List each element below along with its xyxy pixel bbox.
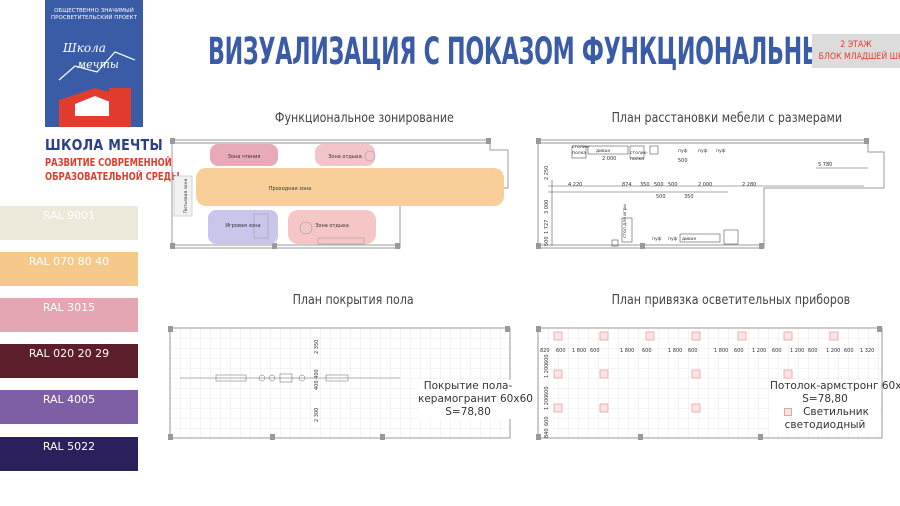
dim-label: 600 [772,348,782,354]
panel-title-lighting: План привязка осветительных приборов [611,292,851,308]
logo-script-2: мечты [77,58,119,71]
pouf-label: пуф [652,236,662,242]
lighting-note: Потолок-армстронг 60х60 S=78,80 Светильн… [770,380,900,432]
dim-label: 1 200 [544,364,550,378]
dim-label: 600 [844,348,854,354]
panel-title-furniture: План расстановки мебели с размерами [611,110,843,126]
dim-label: 350 [640,182,650,188]
zone-rest-top-label: Зона отдыха [328,154,362,160]
pouf-label: пуф [668,236,678,242]
dim-label: 600 [556,348,566,354]
color-swatch: RAL 3015 [0,298,138,332]
dim-label: 600 [590,348,600,354]
dim-label: 1 800 [668,348,682,354]
dim-label: 2 000 [698,182,712,188]
logo-graphic [58,51,136,127]
table-label-2b: полка [630,157,644,162]
dim-label: 600 [544,386,550,396]
zone-play [208,210,278,244]
dim-label: 5 780 [818,162,832,168]
color-swatch: RAL 4005 [0,390,138,424]
dim-label: 2 250 [544,166,550,180]
sofa-label-bottom: диван [682,237,696,242]
table-label-1: столик- [572,145,590,150]
dim-label: 500 [654,182,664,188]
color-swatch: RAL 9001 [0,206,138,240]
light-fixture-legend-icon [784,408,792,416]
table-label-1b: полка [572,151,586,156]
zone-reading-label: Зона чтения [228,154,261,160]
dim-label: 600 [642,348,652,354]
dim-label: 3 000 [544,200,550,214]
panel-title-floor: План покрытия пола [292,292,414,308]
dim-label: 600 [688,348,698,354]
zone-drinking [173,175,193,217]
panel-title-zoning: Функциональное зонирование [274,110,454,126]
logo-caption: ОБЩЕСТВЕННО ЗНАЧИМЫЙ ПРОСВЕТИТЕЛЬСКИЙ ПР… [51,8,137,21]
page-title: ВИЗУАЛИЗАЦИЯ С ПОКАЗОМ ФУНКЦИОНАЛЬНЫХ ЗО… [208,30,900,73]
dim-label: 350 [684,194,694,200]
zone-passage [196,168,504,206]
zone-drinking-label: Питьевая зона [183,178,189,213]
dim-label: 600 [734,348,744,354]
dim-label: 1 320 [860,348,874,354]
zoning-plan: Зона чтения Зона отдыха Проходная зона И… [170,138,509,249]
dim-label: 500 [678,158,688,164]
dim-label: 1 800 [620,348,634,354]
dim-label: 2 300 [314,408,320,422]
logo: ОБЩЕСТВЕННО ЗНАЧИМЫЙ ПРОСВЕТИТЕЛЬСКИЙ ПР… [45,0,143,127]
dim-label: 820 [540,348,550,354]
dim-label: 840 [544,428,550,438]
dim-label: 1 200 [544,396,550,410]
zone-play-label: Игровая зона [225,223,260,229]
zone-rest-top [315,144,375,166]
dim-label: 500 [668,182,678,188]
game-table-label: стол для игры [623,204,628,238]
furniture-plan: диван столик- полка столик- полка диван … [536,138,885,249]
logo-script: Школа [63,41,106,55]
dim-label: 1 727 [544,220,550,234]
dim-label: 1 200 [826,348,840,354]
dim-label: 1 800 [572,348,586,354]
dim-label: 600 [544,416,550,426]
pouf-label: пуф [678,148,688,154]
brand-title: ШКОЛА МЕЧТЫ [45,136,163,154]
floor-tag: 2 ЭТАЖ БЛОК МЛАДШЕЙ ШКОЛЫ [812,34,900,68]
dim-label: 500 [656,194,666,200]
zone-rest-bottom [288,210,376,244]
floor-note: Покрытие пола- керамогранит 60х60 S=78,8… [418,380,533,419]
dim-label: 2 000 [602,156,616,162]
dim-label: 2 350 [314,340,320,354]
table-label-2: столик- [630,151,648,156]
color-swatch: RAL 020 20 29 [0,344,138,378]
sofa-label-top: диван [596,149,610,154]
dim-label: 2 280 [742,182,756,188]
brand-subtitle-1: РАЗВИТИЕ СОВРЕМЕННОЙ [45,158,172,169]
zone-passage-label: Проходная зона [269,186,311,192]
pouf-label: пуф [698,148,708,154]
color-swatch: RAL 5022 [0,437,138,471]
dim-label: 600 [544,354,550,364]
dim-label: 4 220 [568,182,582,188]
dim-label: 1 200 [790,348,804,354]
color-swatch: RAL 070 80 40 [0,252,138,286]
dim-label: 874 [622,182,632,188]
dim-label: 500 [544,236,550,246]
dim-label: 600 [808,348,818,354]
dim-label: 400 400 [314,369,320,390]
brand-subtitle-2: ОБРАЗОВАТЕЛЬНОЙ СРЕДЫ [45,172,180,183]
dim-label: 1 800 [714,348,728,354]
zone-reading [210,144,278,166]
dim-label: 1 200 [752,348,766,354]
zone-rest-bottom-label: Зона отдыха [315,223,349,229]
pouf-label: пуф [716,148,726,154]
